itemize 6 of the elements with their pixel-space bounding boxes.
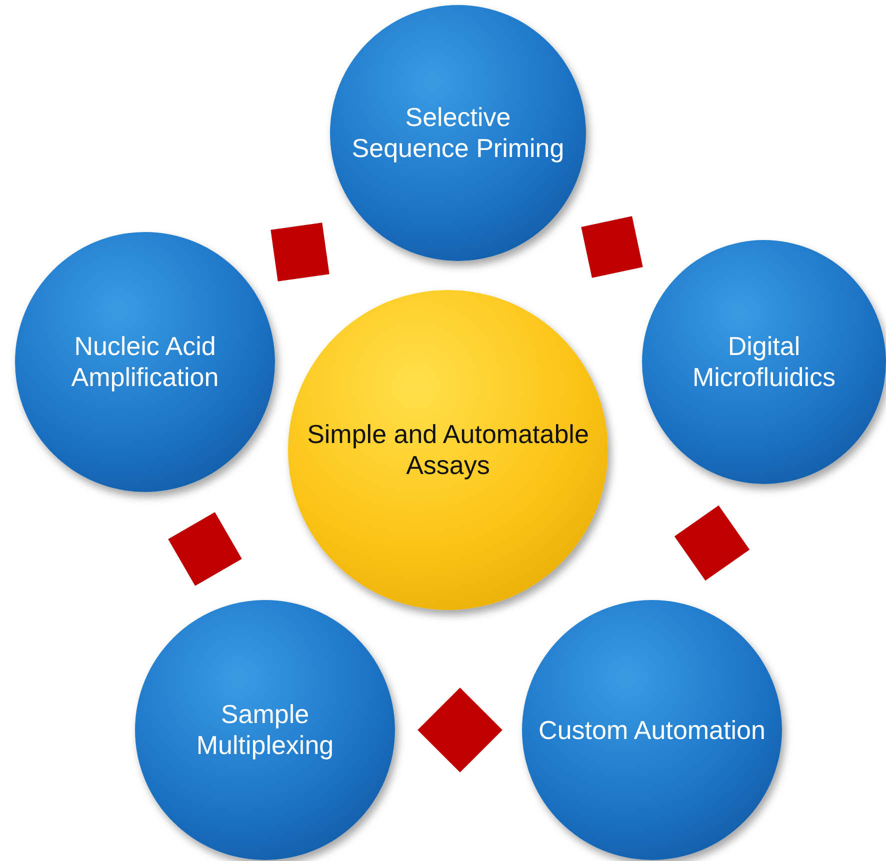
node-label: Nucleic Acid Amplification [70,331,220,393]
node-label: Selective Sequence Priming [350,102,566,164]
node-label: Sample Multiplexing [195,699,335,761]
node-label: Simple and Automatable Assays [306,419,590,481]
node-label: Custom Automation [538,714,766,746]
node-label: Digital Microfluidics [691,331,837,393]
